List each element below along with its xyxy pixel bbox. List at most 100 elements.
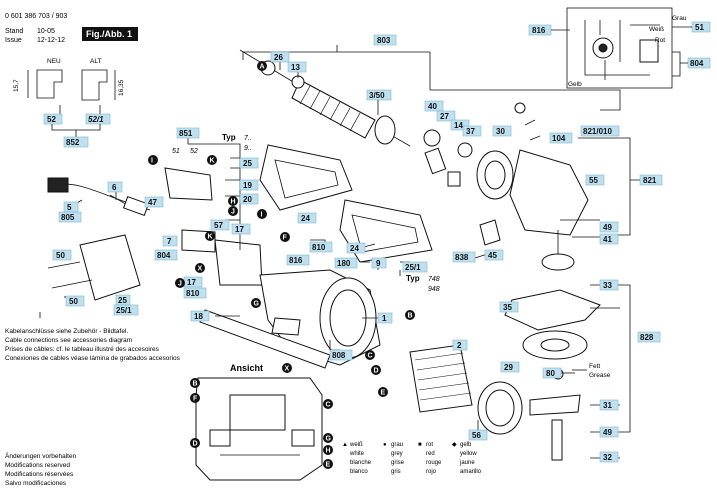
flange-stack bbox=[504, 289, 601, 461]
footer-note-en: Modifications reserved bbox=[5, 462, 70, 469]
legend-gris: gris bbox=[391, 469, 401, 475]
callout-828: 828 bbox=[640, 333, 654, 342]
marker-h: H bbox=[231, 199, 236, 206]
callout-851: 851 bbox=[179, 129, 193, 138]
marker-c-view: C bbox=[326, 402, 331, 409]
inset-right-label: 52/1 bbox=[88, 115, 104, 124]
marker-k-mid: K bbox=[208, 234, 213, 241]
marker-c-right: C bbox=[368, 353, 373, 360]
handle-cap bbox=[79, 234, 141, 301]
callout-838: 838 bbox=[455, 253, 469, 262]
legend-marker-red: ■ bbox=[418, 442, 422, 448]
callout-45: 45 bbox=[488, 251, 497, 260]
callout-40: 40 bbox=[428, 102, 437, 111]
typ-label-bottom: Typ bbox=[406, 274, 420, 283]
callout-25-1: 25/1 bbox=[405, 263, 421, 272]
callout-17-bottom: 17 bbox=[187, 278, 196, 287]
armature bbox=[239, 49, 411, 147]
grease-note-fett: Fett bbox=[589, 363, 600, 370]
ansicht-label: Ansicht bbox=[230, 363, 263, 373]
callout-5: 5 bbox=[67, 203, 72, 212]
callout-803: 803 bbox=[377, 36, 391, 45]
callout-31: 31 bbox=[603, 401, 612, 410]
callout-805: 805 bbox=[61, 213, 75, 222]
wire-label-gelb: Gelb bbox=[568, 81, 582, 88]
typ-bottom-val1: 748 bbox=[428, 276, 440, 283]
marker-b-right: B bbox=[408, 313, 413, 320]
sub-label-52: 52 bbox=[190, 148, 198, 155]
callout-14: 14 bbox=[454, 121, 463, 130]
figure-label-box bbox=[82, 27, 138, 41]
callout-35: 35 bbox=[503, 303, 512, 312]
legend-blanco: blanco bbox=[350, 469, 368, 475]
callout-9: 9 bbox=[376, 259, 381, 268]
legend-red: red bbox=[426, 451, 435, 457]
callout-33: 33 bbox=[603, 281, 612, 290]
callout-50-top: 50 bbox=[56, 251, 65, 260]
legend-rouge: rouge bbox=[426, 460, 442, 466]
marker-i-mid: I bbox=[261, 212, 263, 219]
wiring-callout-816: 816 bbox=[532, 26, 546, 35]
legend-yellow: yellow bbox=[460, 451, 477, 457]
legend-blanche: blanche bbox=[350, 460, 372, 466]
callout-26: 26 bbox=[274, 53, 283, 62]
legend-marker-yellow: ◆ bbox=[452, 442, 457, 448]
legend-white: white bbox=[349, 451, 365, 457]
stand-label: Stand bbox=[5, 28, 23, 35]
marker-j-bottom: J bbox=[178, 281, 182, 288]
inset-bottom-callout bbox=[63, 136, 89, 148]
callout-1: 1 bbox=[382, 314, 387, 323]
callout-104: 104 bbox=[552, 134, 566, 143]
callout-180: 180 bbox=[337, 259, 351, 268]
marker-j-top: J bbox=[231, 209, 235, 216]
ansicht-view bbox=[195, 377, 323, 481]
callout-29: 29 bbox=[504, 363, 513, 372]
typ-bottom-val2: 948 bbox=[428, 286, 440, 293]
inset-left-label: 52 bbox=[47, 115, 56, 124]
marker-x-view: X bbox=[285, 366, 290, 373]
callout-13: 13 bbox=[291, 63, 300, 72]
callout-821-010: 821/010 bbox=[583, 127, 612, 136]
callout-17-top: 17 bbox=[235, 225, 244, 234]
inset-left-callout bbox=[43, 113, 63, 125]
marker-f-top: F bbox=[283, 235, 288, 242]
legend-grau: grau bbox=[391, 442, 403, 448]
inset-neu: NEU bbox=[47, 58, 61, 65]
legend-marker-white: ▲ bbox=[342, 442, 348, 448]
inset-dim1: 15,7 bbox=[13, 79, 20, 92]
marker-b-view: B bbox=[193, 381, 198, 388]
legend-jaune: jaune bbox=[459, 460, 475, 466]
inset-alt: ALT bbox=[90, 58, 101, 65]
typ-top-val2: 9.. bbox=[244, 145, 252, 152]
inset-bottom-label: 852 bbox=[66, 138, 80, 147]
marker-f-view: F bbox=[193, 396, 198, 403]
callout-24-bottom: 24 bbox=[350, 244, 359, 253]
inset-right-callout bbox=[85, 113, 111, 125]
callout-80: 80 bbox=[546, 369, 555, 378]
callout-37: 37 bbox=[466, 127, 475, 136]
legend-marker-grey: ● bbox=[383, 442, 387, 448]
callout-30: 30 bbox=[496, 127, 505, 136]
callout-808: 808 bbox=[332, 351, 346, 360]
motor-housing bbox=[199, 269, 381, 369]
color-legend: ▲ weiß white blanche blanco ● grau grey … bbox=[342, 442, 482, 475]
marker-d-view: D bbox=[193, 441, 198, 448]
stator bbox=[409, 344, 523, 435]
figure-label: Fig./Abb. 1 bbox=[86, 29, 132, 39]
callout-49-bottom: 49 bbox=[603, 428, 612, 437]
callout-57: 57 bbox=[214, 221, 223, 230]
callout-56: 56 bbox=[472, 431, 481, 440]
legend-grise: grise bbox=[391, 460, 405, 466]
cable-note-fr: Prises de câbles: cf. le tableau illustr… bbox=[5, 346, 160, 353]
callout-47: 47 bbox=[148, 198, 157, 207]
typ-top-val1: 7.. bbox=[244, 135, 252, 142]
marker-e-view: E bbox=[326, 462, 331, 469]
callout-816: 816 bbox=[289, 256, 303, 265]
grease-note-grease: Grease bbox=[589, 372, 611, 379]
marker-x: X bbox=[198, 266, 203, 273]
marker-i-top: I bbox=[151, 158, 153, 165]
footer-note-fr: Modifications réservées bbox=[5, 471, 74, 478]
power-cable bbox=[47, 177, 151, 301]
